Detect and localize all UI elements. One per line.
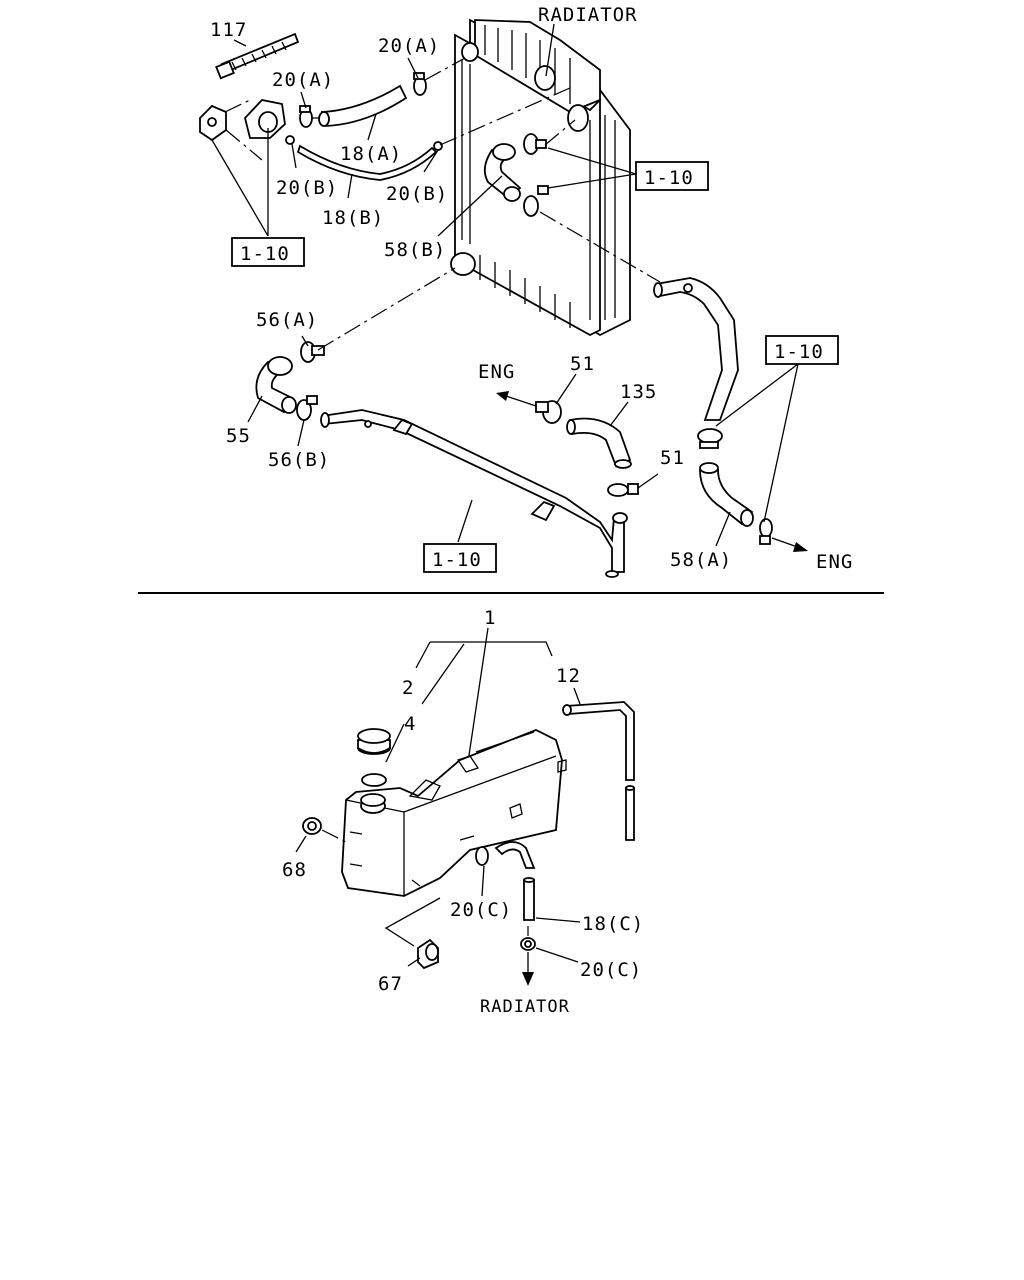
label-20b-left: 20(B) [276,177,338,199]
label-20a-top: 20(A) [378,35,440,57]
label-117: 117 [210,19,247,41]
hose-58b [483,143,522,202]
bolt-67 [417,938,439,970]
hose-18a [320,84,408,127]
label-18a: 18(A) [340,143,402,165]
label-55: 55 [226,425,251,447]
clamp-58b-bottom [523,185,549,217]
label-51-top: 51 [570,353,595,375]
reservoir-tank [341,729,567,897]
label-58b: 58(B) [384,239,446,261]
label-20c-bottom: 20(C) [580,959,642,981]
tank-cap-2 [357,728,391,755]
label-radiator-top: RADIATOR [538,4,638,26]
clamp-56b [296,395,318,421]
clamp-51-bottom [607,483,639,497]
ref-box-right[interactable]: 1-10 [765,335,839,365]
label-eng-left: ENG [478,361,515,383]
upper-pipe [653,277,739,421]
gasket-4 [361,773,387,787]
label-58a: 58(A) [670,549,732,571]
ref-box-mid[interactable]: 1-10 [635,161,709,191]
label-67: 67 [378,973,403,995]
clamp-51-top [535,400,562,424]
ref-box-bottom[interactable]: 1-10 [423,543,497,573]
label-56a: 56(A) [256,309,318,331]
ref-text-left: 1-10 [240,243,290,265]
label-20c-top: 20(C) [450,899,512,921]
label-20b-right: 20(B) [386,183,448,205]
hose-18c [494,841,536,921]
clamp-20a-right [413,72,427,96]
radiator-core [450,18,631,337]
ref-box-left[interactable]: 1-10 [231,237,305,267]
label-56b: 56(B) [268,449,330,471]
label-18c: 18(C) [582,913,644,935]
label-radiator-bottom: RADIATOR [480,997,570,1017]
ref-text-bottom: 1-10 [432,549,482,571]
hose-55 [255,356,297,414]
clamp-20b-left [285,135,295,145]
label-20a-left: 20(A) [272,69,334,91]
clamp-20c-top [475,846,489,866]
label-18b: 18(B) [322,207,384,229]
clamp-58b-top [523,133,547,155]
clamp-58a-top [697,428,723,449]
hose-58a [699,462,754,527]
pipe-12 [562,701,635,841]
clamp-20c-bottom [520,937,536,951]
label-68: 68 [282,859,307,881]
label-135: 135 [620,381,657,403]
label-12: 12 [556,665,581,687]
label-eng-right: ENG [816,551,853,573]
clamp-56a [300,341,325,363]
lower-pipe [320,409,628,578]
nut-68 [302,817,322,835]
clamp-58a-bottom [759,518,773,545]
label-1: 1 [484,607,496,629]
strap-117 [215,32,300,80]
reservoir-bracket [199,99,286,142]
hose-135 [566,417,632,469]
clamp-20a-left [299,105,313,128]
clamp-20b-right [433,141,443,151]
ref-text-right: 1-10 [774,341,824,363]
ref-text-mid: 1-10 [644,167,694,189]
label-4: 4 [404,713,416,735]
label-51-bottom: 51 [660,447,685,469]
label-2: 2 [402,677,414,699]
